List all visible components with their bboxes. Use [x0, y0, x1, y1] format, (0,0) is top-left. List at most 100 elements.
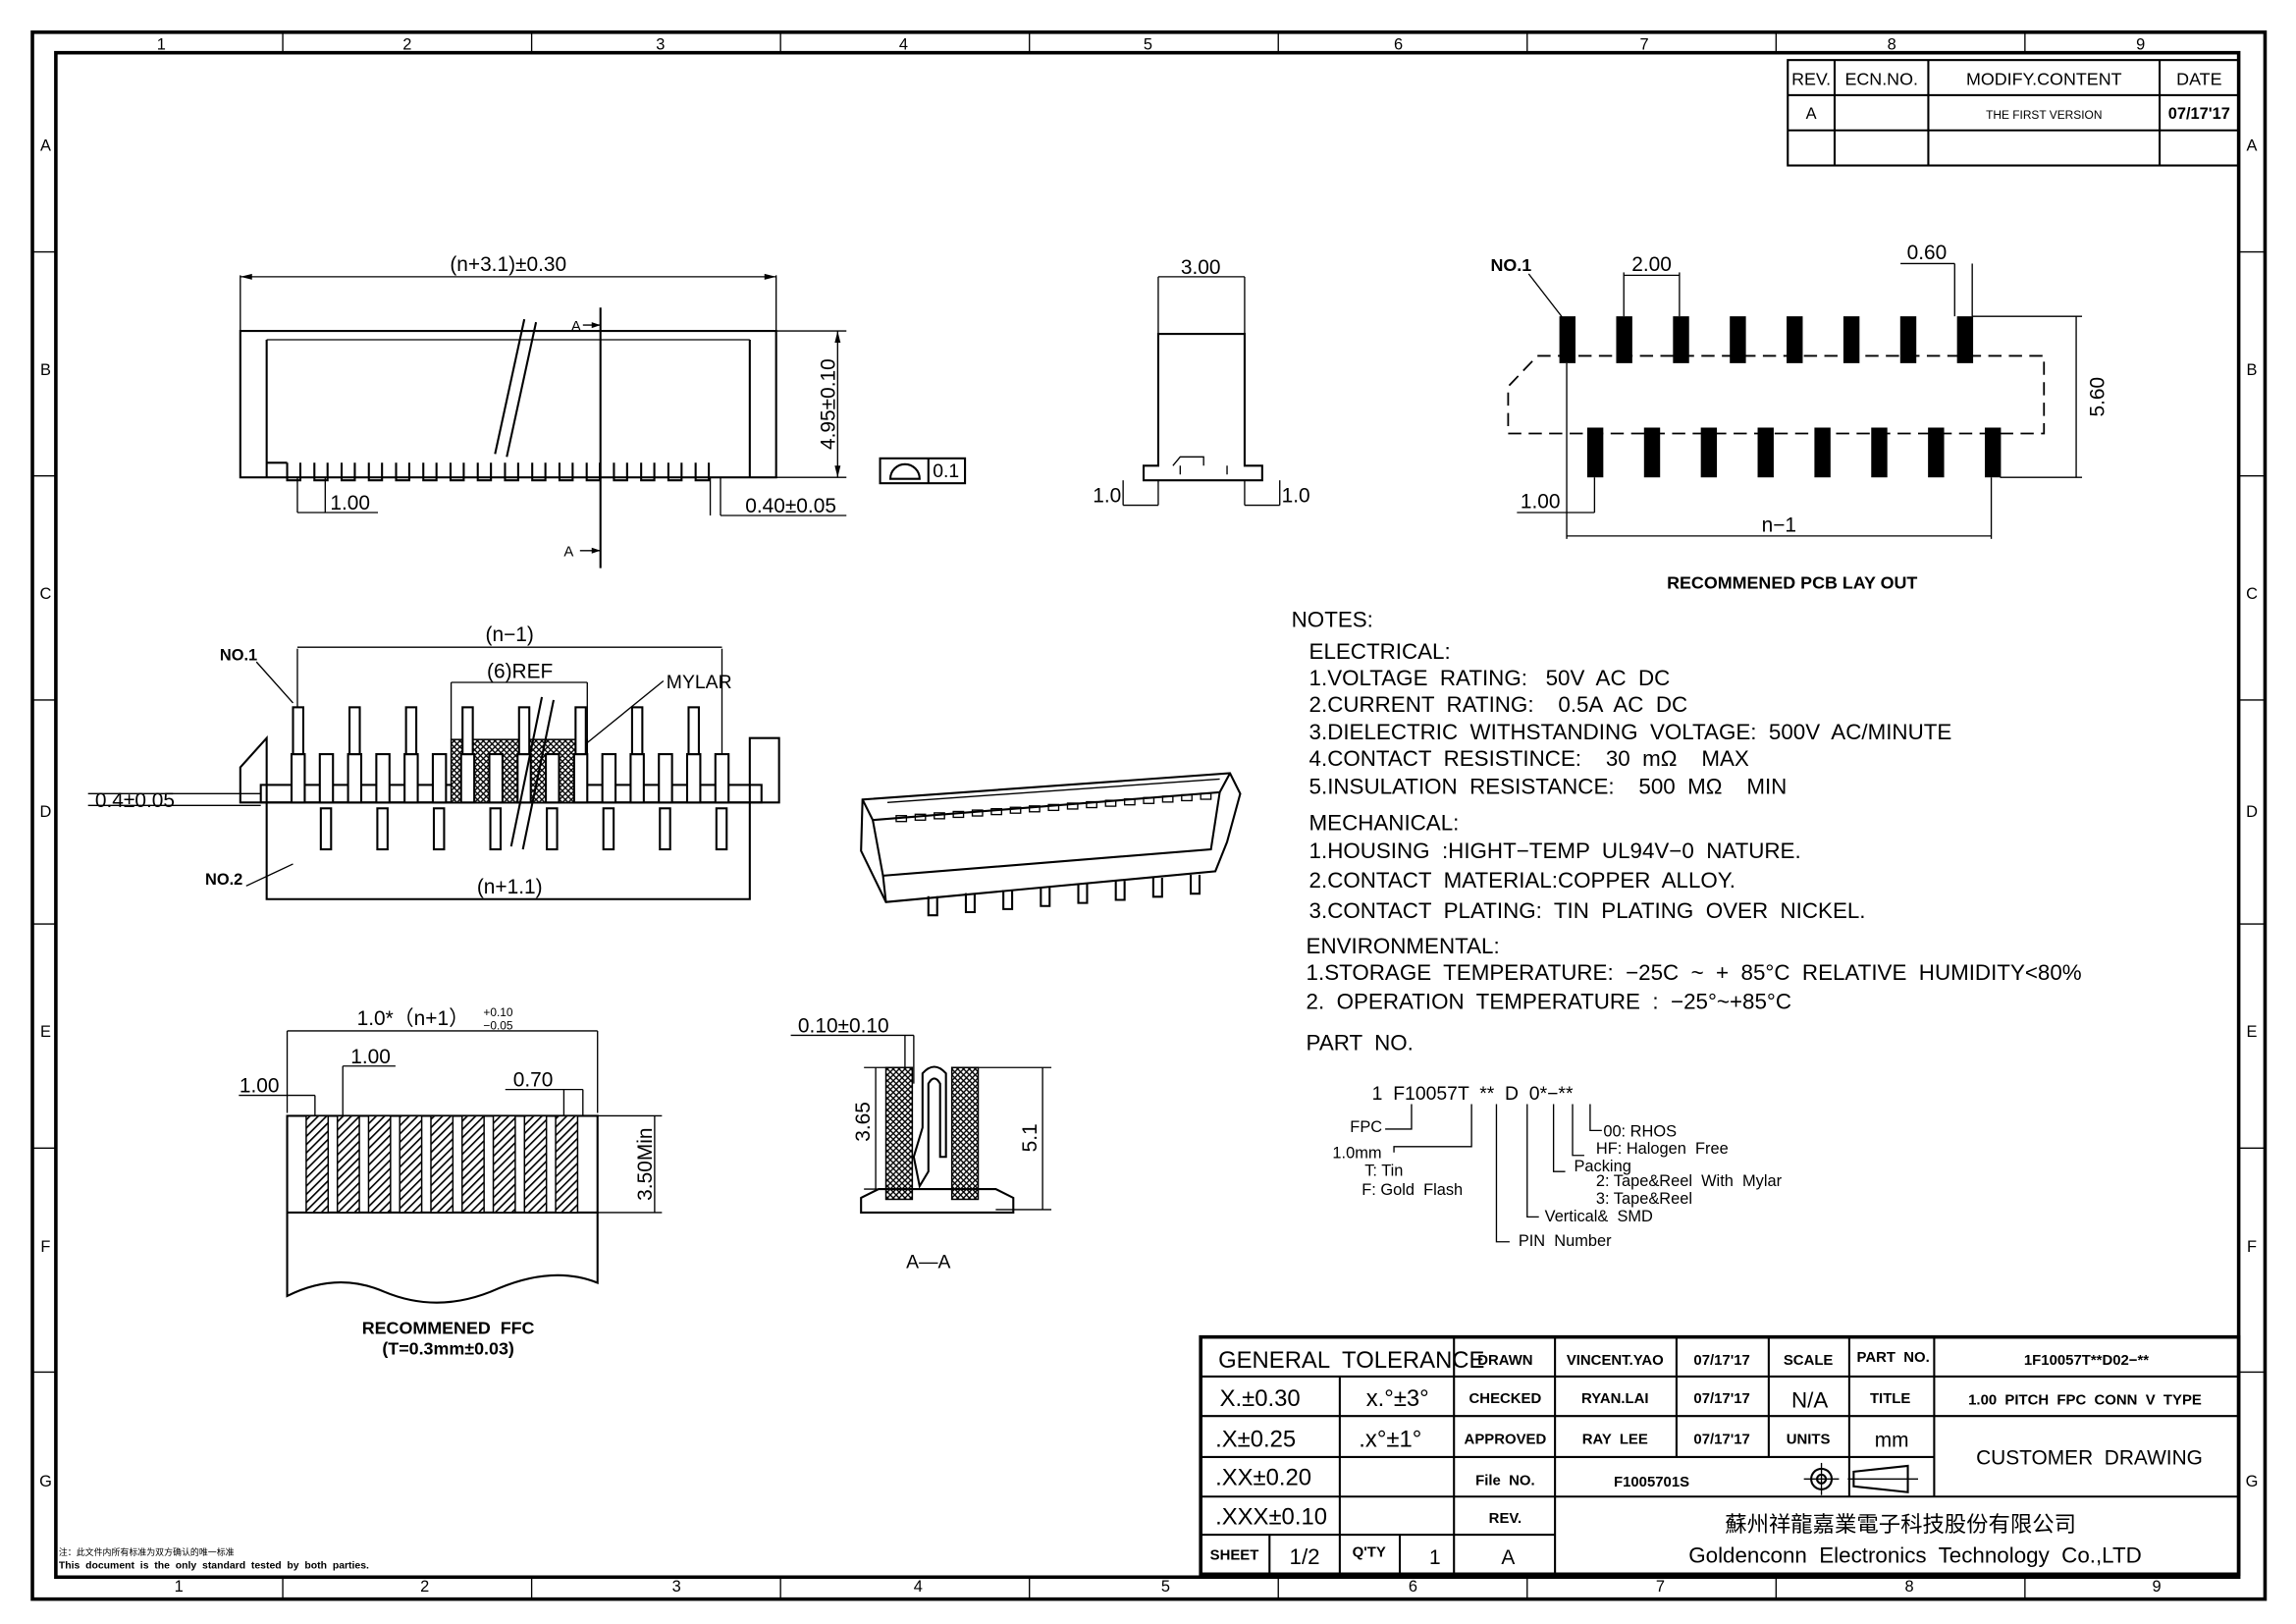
part-tin: T: Tin	[1364, 1163, 1403, 1180]
rev-label: REV.	[1489, 1511, 1522, 1527]
ffc-finger	[523, 1114, 548, 1214]
top-pin-lower	[602, 807, 615, 851]
approved-by: RAY LEE	[1582, 1433, 1648, 1448]
pcb-layout-title: RECOMMENED PCB LAY OUT	[1667, 573, 1917, 593]
top-pin-lower	[659, 807, 671, 851]
top-pin-lower	[715, 807, 728, 851]
ffc-finger	[492, 1114, 516, 1214]
side-foot-left-dim: 1.0	[1093, 485, 1121, 508]
notes: NOTES: ELECTRICAL: 1.VOLTAGE RATING: 50V…	[1292, 607, 2082, 1055]
sheet-label: SHEET	[1210, 1547, 1259, 1563]
front-view: (n+3.1)±0.30 A A 4.95±0.10 1.00 0.40±0.0…	[239, 253, 967, 568]
pcb-pad-top	[1616, 316, 1632, 363]
revision-rev: A	[1806, 105, 1817, 123]
top-contact	[290, 753, 306, 804]
part-pitch: 1.0mm	[1332, 1145, 1381, 1163]
pcb-pad-bottom	[1700, 427, 1718, 478]
isometric-view	[860, 772, 1242, 917]
part-pin: PIN Number	[1519, 1232, 1612, 1250]
top-pin-lower	[489, 807, 503, 851]
electrical-title: ELECTRICAL:	[1309, 639, 1451, 664]
drawing-frame	[30, 30, 2268, 1601]
iso-slot	[934, 812, 945, 820]
mylar-label: MYLAR	[667, 672, 732, 693]
qty-value: 1	[1429, 1546, 1441, 1569]
grid-row-label: D	[2246, 803, 2258, 821]
grid-row-label: C	[40, 585, 52, 603]
grid-col-label: 4	[914, 1578, 923, 1596]
ffc-pitch-dim: 1.00	[350, 1046, 391, 1068]
grid-row-label: F	[40, 1238, 50, 1256]
iso-slot	[1066, 802, 1079, 810]
grid-ticks	[32, 31, 2266, 1599]
top-pin-lower	[432, 807, 446, 851]
part-hf: HF: Halogen Free	[1596, 1140, 1729, 1158]
section-height2-dim: 5.1	[1019, 1123, 1041, 1152]
part-fpc: FPC	[1350, 1118, 1382, 1136]
iso-pin	[1114, 881, 1126, 901]
part-no-value: 1F10057T**D02−**	[2024, 1353, 2149, 1369]
top-contact	[459, 753, 476, 804]
iso-pin	[1040, 887, 1051, 907]
file-no-value: F1005701S	[1614, 1475, 1689, 1490]
footnote: 注：此文件内所有标准为双方确认的唯一标准 This document is th…	[59, 1546, 369, 1571]
top-pin-upper	[687, 706, 700, 756]
top-pin-upper	[630, 706, 644, 756]
drawn-by: VINCENT.YAO	[1567, 1353, 1664, 1369]
top-no1-label: NO.1	[220, 647, 257, 665]
grid-col-label: 5	[1144, 36, 1152, 54]
sheet-value: 1/2	[1290, 1544, 1320, 1569]
electrical-line: 4.CONTACT RESISTINCE: 30 mΩ MAX	[1309, 746, 1749, 771]
top-contact	[545, 753, 561, 804]
top-ref-dim: (6)REF	[487, 661, 553, 683]
top-pin-lower	[546, 807, 559, 851]
revision-table: REV. ECN.NO. MODIFY.CONTENT DATE A THE F…	[1787, 59, 2240, 167]
grid-row-label: A	[40, 137, 51, 155]
grid-col-label: 7	[1640, 36, 1649, 54]
ffc-title: RECOMMENED FFC	[362, 1319, 535, 1338]
qty-label: Q'TY	[1353, 1544, 1386, 1560]
revision-date: 07/17'17	[2168, 105, 2230, 123]
front-pin	[504, 462, 519, 482]
iso-slot	[1047, 803, 1060, 812]
ffc-length-dim: 3.50Min	[634, 1128, 657, 1201]
iso-slot	[895, 815, 908, 823]
part-vertical: Vertical& SMD	[1545, 1208, 1653, 1225]
grid-col-label: 9	[2153, 1578, 2162, 1596]
scale-value: N/A	[1791, 1387, 1828, 1412]
revision-header-date: DATE	[2176, 70, 2221, 89]
mechanical-line: 2.CONTACT MATERIAL:COPPER ALLOY.	[1309, 868, 1735, 893]
top-pin-upper	[292, 706, 304, 756]
top-contact	[685, 753, 702, 804]
grid-col-label: 1	[175, 1578, 184, 1596]
pcb-pad-bottom	[1586, 427, 1604, 478]
pcb-pad-bottom	[1643, 427, 1661, 478]
side-view: 3.00 1.0 1.0	[1093, 256, 1309, 508]
grid-col-label: 7	[1656, 1578, 1665, 1596]
top-pin-upper	[461, 706, 474, 756]
iso-slot	[1143, 796, 1155, 804]
top-pin-upper	[404, 706, 418, 756]
iso-pin	[1077, 884, 1089, 904]
part-pack2: 2: Tape&Reel With Mylar	[1596, 1172, 1783, 1190]
ffc-finger	[399, 1114, 423, 1214]
front-pin	[558, 462, 574, 482]
front-pin	[640, 462, 656, 482]
footnote-en: This document is the only standard teste…	[59, 1560, 369, 1571]
environmental-line: 2. OPERATION TEMPERATURE : −25°~+85°C	[1307, 990, 1791, 1014]
electrical-line: 2.CURRENT RATING: 0.5A AC DC	[1309, 692, 1688, 717]
section-height1-dim: 3.65	[852, 1102, 875, 1142]
customer-drawing: CUSTOMER DRAWING	[1976, 1446, 2203, 1469]
revision-header-rev: REV.	[1791, 70, 1831, 89]
general-tolerance-title: GENERAL TOLERANCE	[1218, 1347, 1484, 1374]
footnote-cn: 注：此文件内所有标准为双方确认的唯一标准	[59, 1546, 235, 1557]
checked-label: CHECKED	[1469, 1391, 1542, 1407]
part-code: 1 F10057T ** D 0*−**	[1372, 1083, 1574, 1105]
front-pin	[613, 462, 628, 482]
pcb-pad-bottom	[1985, 427, 2002, 478]
front-pin-width-dim: 0.40±0.05	[745, 495, 836, 517]
iso-pin	[1151, 877, 1163, 898]
grid-col-label: 9	[2136, 36, 2145, 54]
units-value: mm	[1875, 1430, 1909, 1452]
